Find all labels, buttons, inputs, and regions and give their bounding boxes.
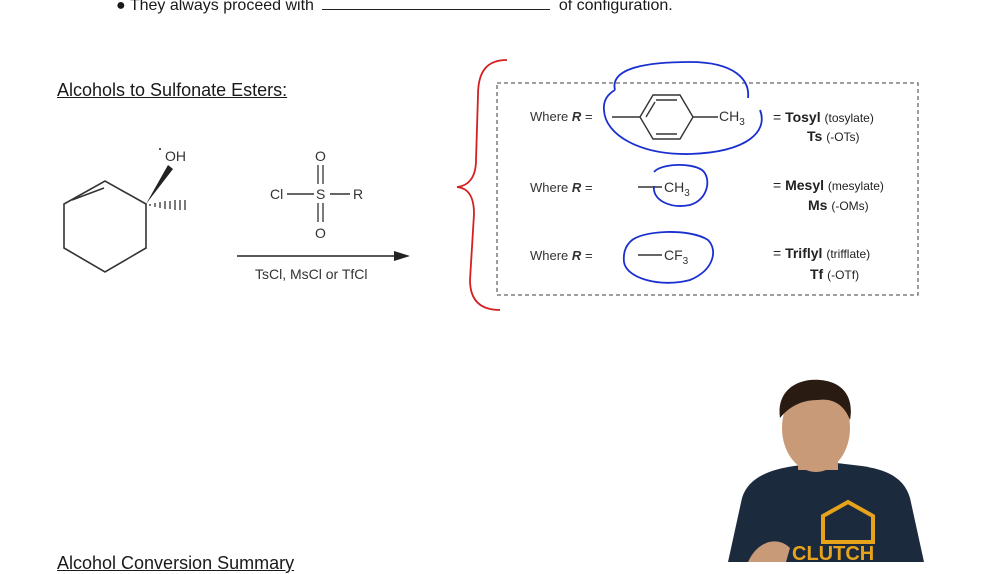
presenter-hand bbox=[748, 541, 790, 562]
bullet-symbol: ● bbox=[116, 0, 126, 14]
svg-text:CH3: CH3 bbox=[664, 179, 690, 199]
presenter-video: CLUTCH bbox=[728, 379, 924, 562]
svg-text:Where R =: Where R = bbox=[530, 109, 593, 124]
shirt-logo-text: CLUTCH bbox=[792, 543, 874, 562]
oh-label: OH bbox=[165, 148, 186, 164]
svg-text:Ms (-OMs): Ms (-OMs) bbox=[808, 197, 869, 213]
bullet-text-before: They always proceed with bbox=[129, 0, 314, 14]
hashed-bond bbox=[149, 200, 186, 210]
stereo-dot bbox=[159, 148, 161, 150]
reagent-r: R bbox=[353, 186, 363, 202]
double-bond-inner bbox=[71, 187, 105, 201]
arrow-label: TsCl, MsCl or TfCl bbox=[255, 266, 368, 282]
fill-in-blank bbox=[322, 0, 551, 10]
cyclohexene-ring bbox=[63, 180, 147, 273]
definition-row-mesyl: Where R = CH3 = Mesyl (mesylate) Ms (-OM… bbox=[530, 177, 884, 213]
curly-brace-annotation bbox=[456, 59, 508, 311]
reaction-diagram: OH Cl S R O O TsCl, MsCl or TfCl Where R… bbox=[63, 59, 919, 311]
reagent-cl: Cl bbox=[270, 186, 283, 202]
svg-text:Where R =: Where R = bbox=[530, 248, 593, 263]
circle-triflyl bbox=[622, 231, 714, 284]
bullet-line: ● They always proceed with of configurat… bbox=[116, 0, 673, 15]
cyclohexene-structure bbox=[63, 180, 147, 273]
definitions-box bbox=[496, 82, 919, 296]
section-heading: Alcohols to Sulfonate Esters: bbox=[57, 80, 288, 100]
reagent-o-top: O bbox=[315, 148, 326, 164]
definition-row-tosyl: Where R = CH3 = Tosyl (tosylate) Ts (-OT… bbox=[530, 94, 874, 144]
svg-text:CH3: CH3 bbox=[719, 108, 745, 128]
presenter-hair bbox=[779, 379, 851, 420]
circle-tosyl bbox=[602, 61, 763, 155]
circle-mesyl bbox=[653, 164, 709, 207]
blue-circle-annotations bbox=[602, 61, 763, 284]
wedge-bond bbox=[146, 165, 173, 204]
svg-text:= Tosyl (tosylate): = Tosyl (tosylate) bbox=[773, 109, 874, 125]
svg-text:= Triflyl (trifflate): = Triflyl (trifflate) bbox=[773, 245, 870, 261]
svg-text:Tf (-OTf): Tf (-OTf) bbox=[810, 266, 859, 282]
definition-row-triflyl: Where R = CF3 = Triflyl (trifflate) Tf (… bbox=[530, 245, 870, 282]
svg-text:Where R =: Where R = bbox=[530, 180, 593, 195]
shirt-logo-house bbox=[821, 499, 875, 544]
bottom-heading: Alcohol Conversion Summary bbox=[57, 553, 295, 573]
reagent-s: S bbox=[316, 186, 325, 202]
benzene-ring bbox=[639, 94, 694, 140]
sulfonyl-reagent: Cl S R O O bbox=[270, 148, 363, 241]
svg-text:CF3: CF3 bbox=[664, 247, 689, 267]
svg-text:= Mesyl (mesylate): = Mesyl (mesylate) bbox=[773, 177, 884, 193]
presenter-face bbox=[782, 384, 850, 472]
reagent-o-bottom: O bbox=[315, 225, 326, 241]
svg-text:Ts (-OTs): Ts (-OTs) bbox=[807, 128, 860, 144]
reaction-arrow bbox=[237, 251, 410, 261]
bullet-text-after: of configuration. bbox=[558, 0, 673, 14]
